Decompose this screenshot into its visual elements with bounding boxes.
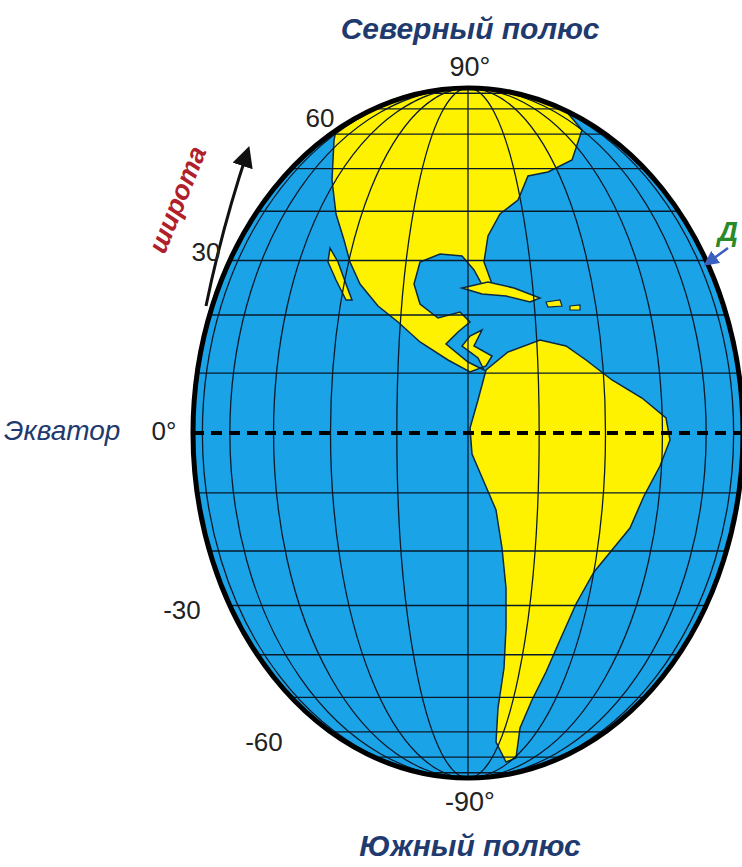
pole-label: Южный полюс	[359, 829, 580, 862]
degree-number: -30	[163, 596, 201, 625]
degree-number-holder: -30	[163, 596, 201, 625]
pointer-arrow	[706, 248, 728, 264]
equator-line	[193, 431, 742, 435]
degree-number-holder: 30	[192, 238, 221, 267]
degree-number-holder: 90°	[450, 53, 491, 83]
cuba	[462, 282, 540, 302]
pole-label: Северный полюс	[341, 12, 600, 45]
caribbean-islands	[546, 300, 580, 310]
axis-label: Д	[718, 217, 738, 248]
pole-label-holder: Южный полюс	[359, 829, 580, 862]
ocean	[193, 88, 742, 778]
equator-label: Экватор	[4, 416, 120, 447]
baja-peninsula	[328, 248, 352, 300]
pole-label-holder: Северный полюс	[341, 12, 600, 45]
degree-number: 60	[306, 104, 335, 133]
degree-number: 30	[192, 238, 221, 267]
degree-number: 0°	[152, 417, 177, 446]
latitude-arrow	[206, 150, 248, 306]
north-america	[332, 88, 582, 372]
equator-label-holder: Экватор	[4, 416, 120, 447]
degree-number-holder: -60	[245, 728, 283, 757]
degree-number: -90°	[445, 788, 495, 818]
degree-number-holder: 0°	[152, 417, 177, 446]
degree-number-holder: 60	[306, 104, 335, 133]
axis-label-holder: Д	[718, 217, 738, 248]
degree-number: 90°	[450, 53, 491, 83]
globe-outline	[193, 88, 742, 778]
degree-number: -60	[245, 728, 283, 757]
degree-number-holder: -90°	[445, 788, 495, 818]
